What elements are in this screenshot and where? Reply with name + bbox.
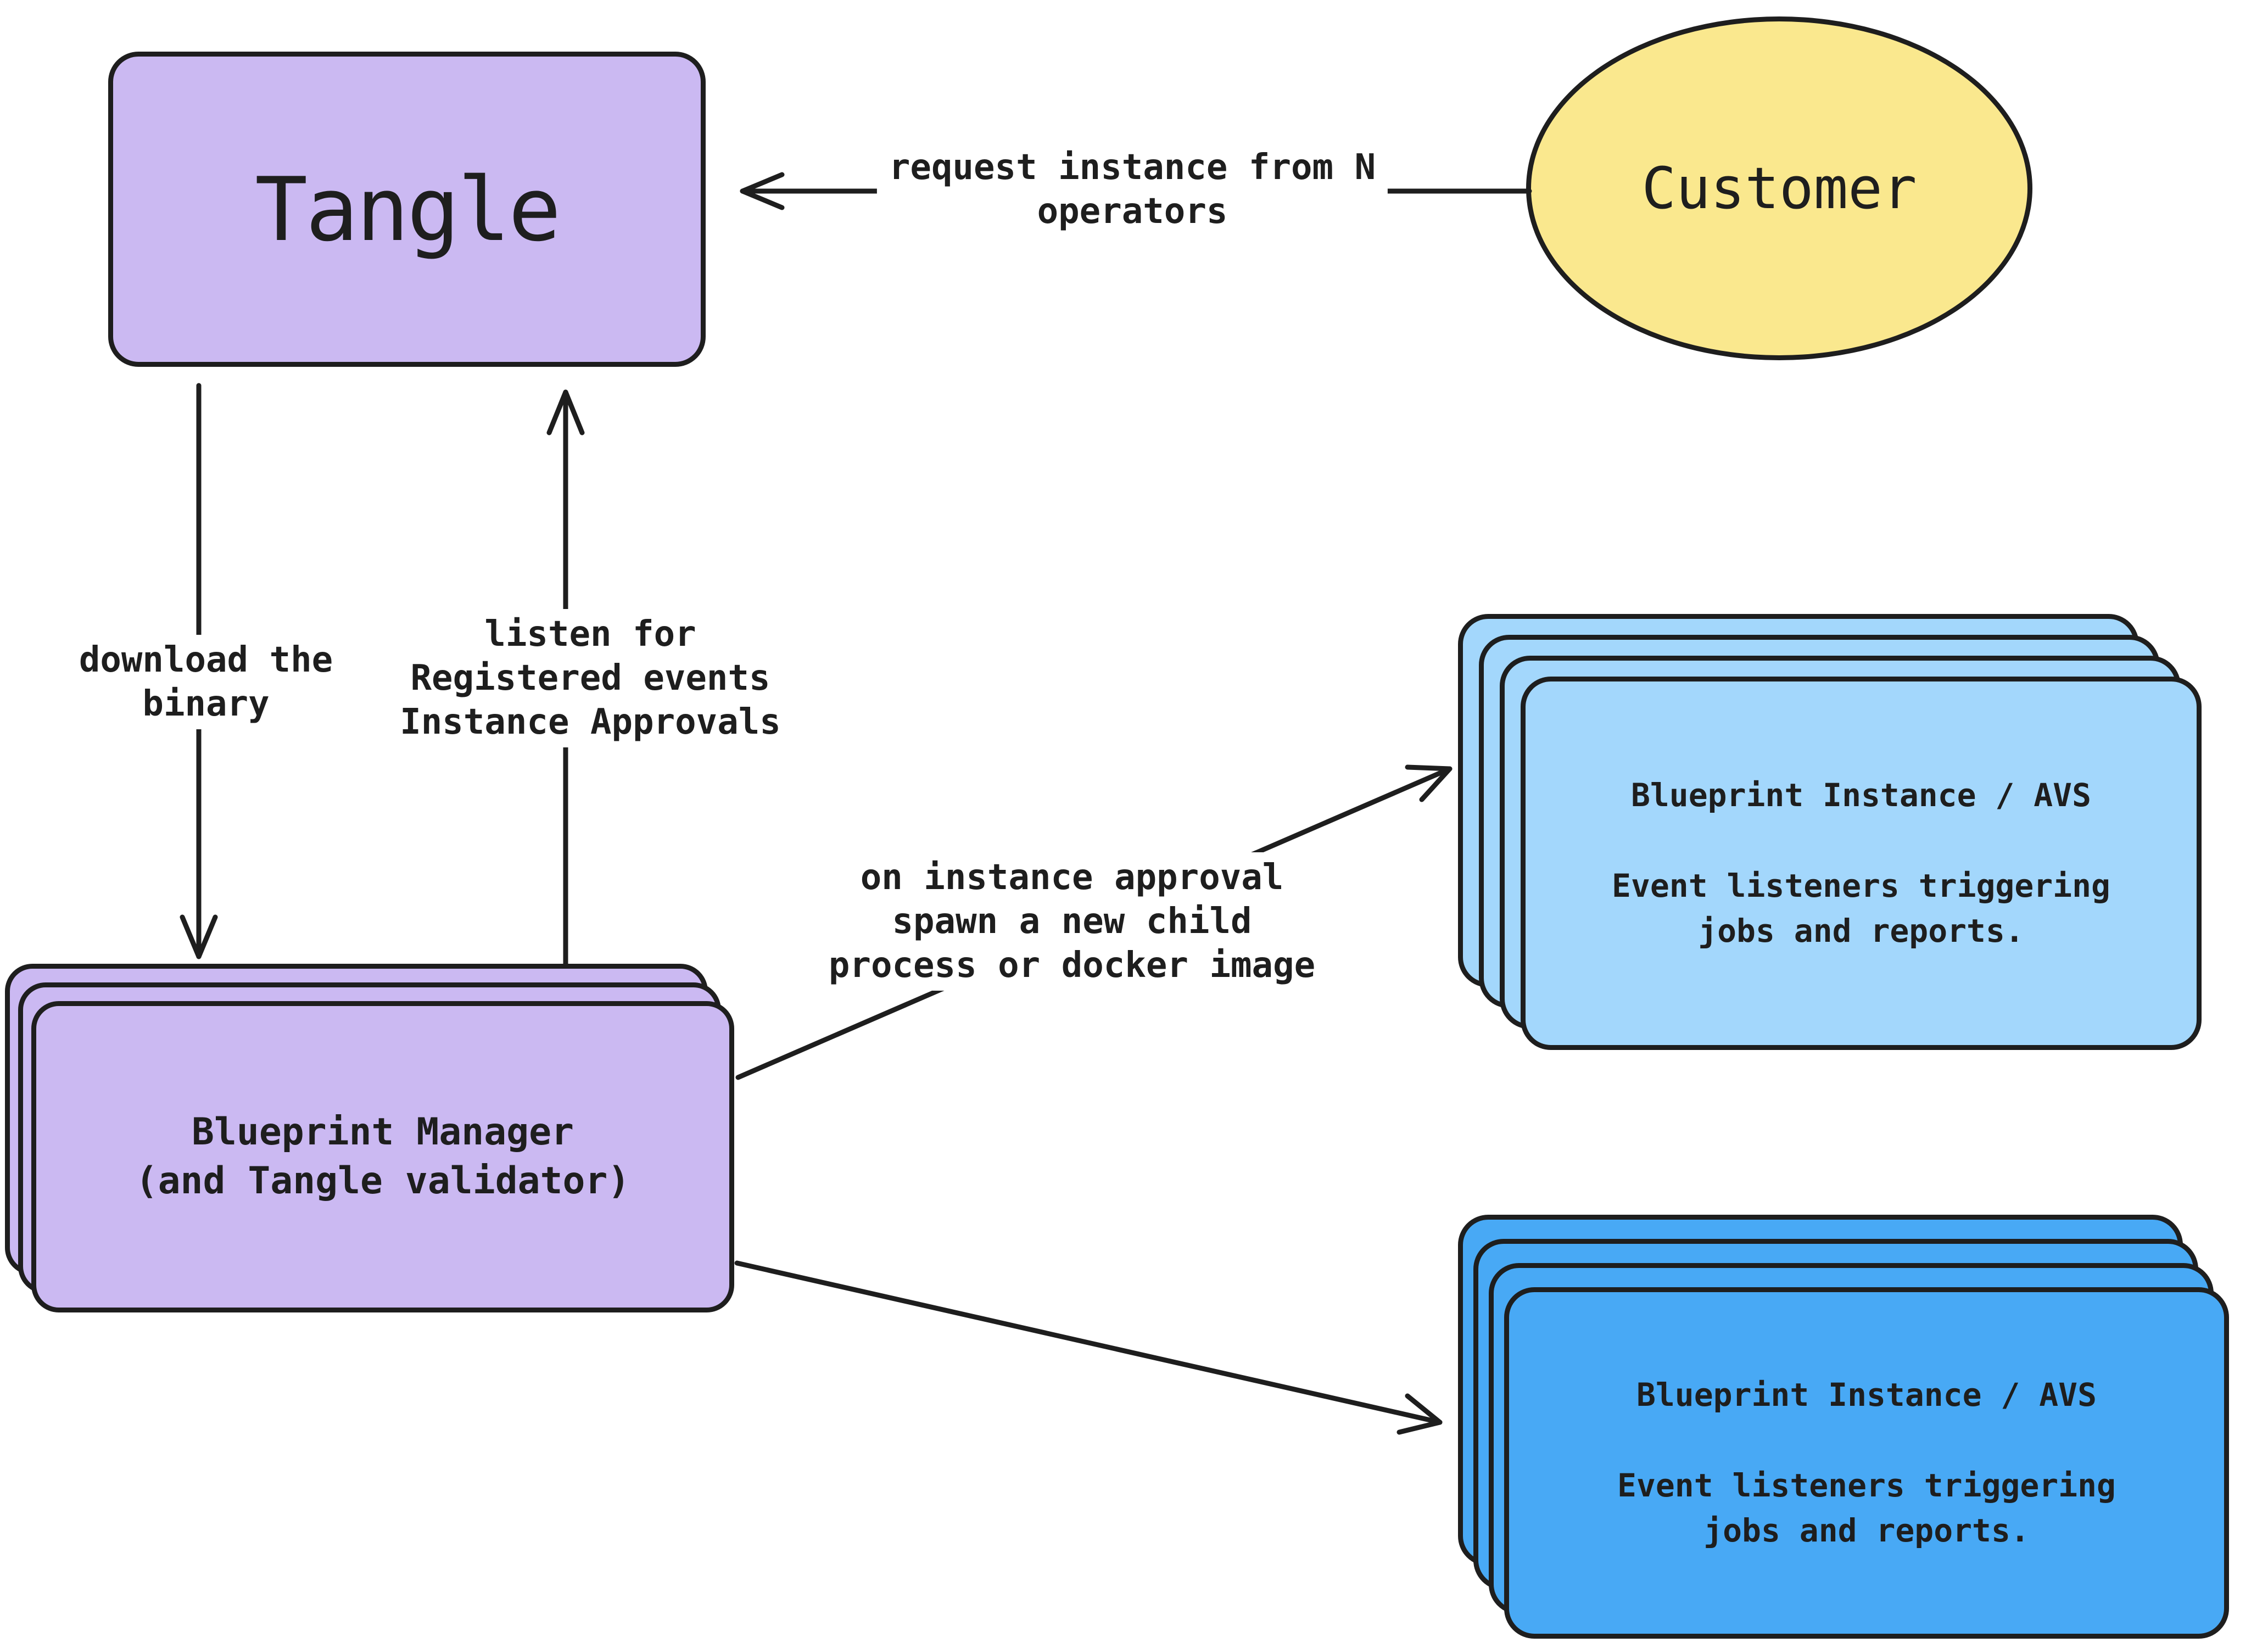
edge-label-line: process or docker image	[828, 945, 1316, 986]
edge-label-line: on instance approval	[860, 857, 1284, 898]
edge-label-request-instance: request instance from N operators	[876, 142, 1388, 237]
edge-label-line: binary	[142, 684, 270, 724]
edge-label-line: listen for	[484, 614, 696, 655]
arrow-manager-to-instance-dark	[734, 1260, 1443, 1435]
edge-label-line: spawn a new child	[892, 901, 1252, 942]
edge-label-listen-events: listen for Registered events Instance Ap…	[388, 609, 793, 747]
edge-label-line: Registered events	[410, 658, 770, 699]
node-blueprint-instance-light: Blueprint Instance / AVS Event listeners…	[1521, 677, 2202, 1050]
node-blueprint-manager: Blueprint Manager (and Tangle validator)	[31, 1001, 734, 1312]
edge-label-spawn-process: on instance approval spawn a new child p…	[816, 852, 1328, 991]
edge-label-line: Instance Approvals	[400, 702, 781, 742]
instance-dark-body-line2: jobs and reports.	[1703, 1512, 2030, 1550]
tangle-label: Tangle	[255, 158, 561, 261]
instance-light-body-line1: Event listeners triggering	[1612, 867, 2110, 904]
node-customer: Customer	[1526, 16, 2032, 360]
edge-label-line: request instance from N	[889, 147, 1376, 188]
edge-label-line: download the	[79, 640, 333, 680]
blueprint-manager-label-line1: Blueprint Manager	[192, 1110, 574, 1154]
instance-dark-body-line1: Event listeners triggering	[1617, 1466, 2116, 1504]
instance-light-title: Blueprint Instance / AVS	[1630, 776, 2092, 814]
customer-label: Customer	[1641, 155, 1917, 222]
instance-light-body-line2: jobs and reports.	[1698, 912, 2024, 950]
edge-label-line: operators	[1037, 191, 1228, 232]
instance-dark-title: Blueprint Instance / AVS	[1636, 1376, 2097, 1414]
node-blueprint-instance-dark: Blueprint Instance / AVS Event listeners…	[1504, 1287, 2229, 1639]
blueprint-manager-label-line2: (and Tangle validator)	[135, 1159, 630, 1203]
node-tangle: Tangle	[108, 52, 706, 367]
edge-label-download-binary: download the binary	[66, 635, 345, 729]
